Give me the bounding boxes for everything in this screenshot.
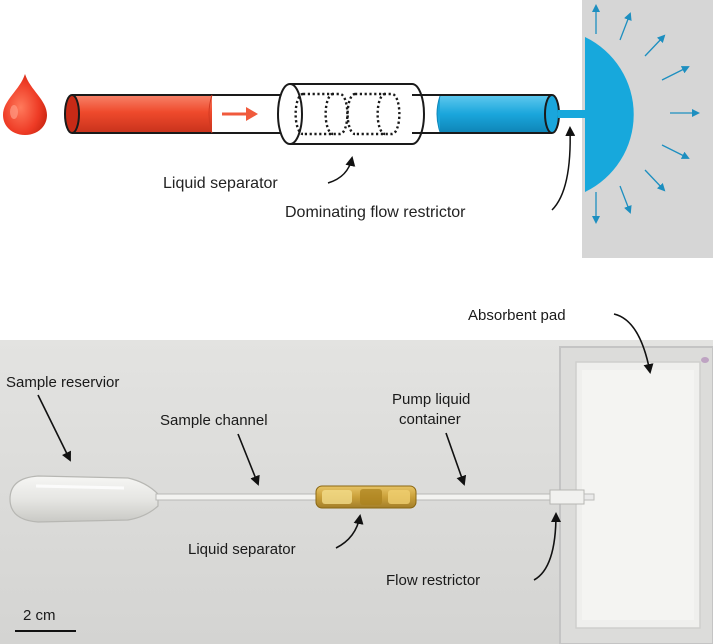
sample-channel-tube [155, 493, 319, 501]
flow-restrictor-arrow [533, 512, 561, 581]
flow-restrictor-label: Flow restrictor [386, 572, 480, 589]
absorbed-liquid-halfdisc [585, 37, 634, 192]
spreading-arrows [592, 4, 700, 224]
tube-left-opening [64, 94, 80, 134]
scale-bar-label: 2 cm [23, 607, 56, 624]
flow-restrictor-callout [551, 126, 576, 211]
pump-liquid-container-label-1: Pump liquid [392, 391, 470, 408]
liquid-separator-photo-arrow [335, 514, 364, 549]
liquid-separator-part [315, 485, 417, 509]
sample-channel-arrow [237, 433, 260, 486]
pump-liquid-fill [440, 96, 552, 132]
pump-liquid-container-label-2: container [399, 411, 461, 428]
tube-right-end [544, 94, 560, 134]
sample-reservoir-bulb [9, 475, 159, 523]
blood-drop-icon [3, 74, 47, 135]
pump-liquid-container-tube [413, 493, 561, 501]
top-diagram: Liquid separator Dominating flow restric… [3, 0, 713, 258]
liquid-separator-callout [327, 156, 356, 184]
absorbent-pad [559, 346, 713, 644]
absorbent-pad-arrow [613, 313, 654, 374]
flow-restrictor-tube [549, 489, 585, 505]
flow-restrictor-channel [558, 110, 588, 118]
device-photo: Sample reservior Sample channel Pump liq… [0, 307, 713, 644]
sample-reservoir-arrow [37, 394, 71, 462]
sample-liquid-fill [72, 95, 212, 133]
flow-direction-arrow [222, 107, 258, 121]
sample-channel-label: Sample channel [160, 412, 268, 429]
liquid-separator-photo-label: Liquid separator [188, 541, 296, 558]
liquid-separator-label: Liquid separator [163, 175, 278, 192]
dominating-flow-restrictor-label: Dominating flow restrictor [285, 204, 466, 221]
absorbent-pad-label: Absorbent pad [468, 307, 566, 324]
liquid-separator-sleeve [277, 83, 425, 145]
pump-liquid-container-arrow [445, 432, 467, 486]
sample-reservoir-label: Sample reservior [6, 374, 119, 391]
blood-drop-highlight [10, 105, 18, 119]
